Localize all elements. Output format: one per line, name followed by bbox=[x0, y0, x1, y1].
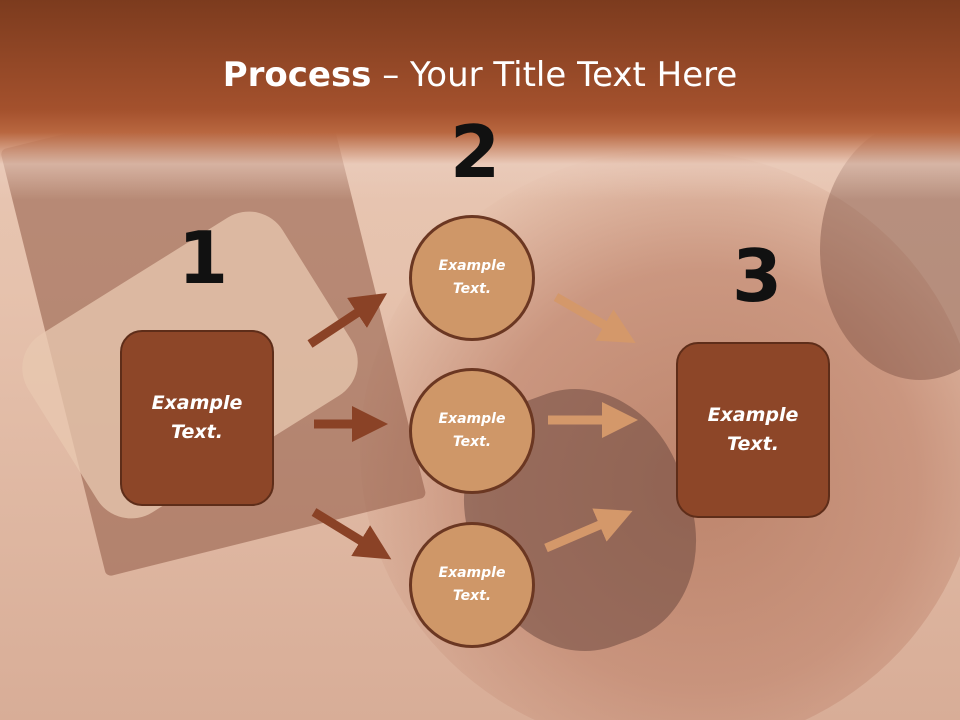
header-band bbox=[0, 0, 960, 200]
slide-title: Process – Your Title Text Here bbox=[0, 52, 960, 98]
circle-bottom[interactable]: Example Text. bbox=[409, 522, 535, 648]
title-bold: Process bbox=[222, 55, 372, 95]
step-box-3[interactable]: Example Text. bbox=[676, 342, 830, 518]
arrow-left-bottom bbox=[311, 508, 392, 560]
arrow-right-bottom bbox=[544, 508, 633, 553]
circle-top-label: Example Text. bbox=[438, 258, 506, 297]
step-box-1-label: Example Text. bbox=[151, 392, 243, 443]
title-rest: – Your Title Text Here bbox=[371, 55, 738, 95]
step-box-3-label: Example Text. bbox=[707, 404, 799, 455]
circle-middle[interactable]: Example Text. bbox=[409, 368, 535, 494]
circle-bottom-label: Example Text. bbox=[438, 565, 506, 604]
step-number-1: 1 bbox=[178, 216, 229, 300]
step-number-3: 3 bbox=[732, 234, 783, 318]
circle-middle-label: Example Text. bbox=[438, 411, 506, 450]
step-number-2: 2 bbox=[450, 110, 501, 194]
arrow-left-top bbox=[307, 293, 388, 348]
step-box-1[interactable]: Example Text. bbox=[120, 330, 274, 506]
circle-top[interactable]: Example Text. bbox=[409, 215, 535, 341]
arrow-right-top bbox=[553, 293, 636, 344]
